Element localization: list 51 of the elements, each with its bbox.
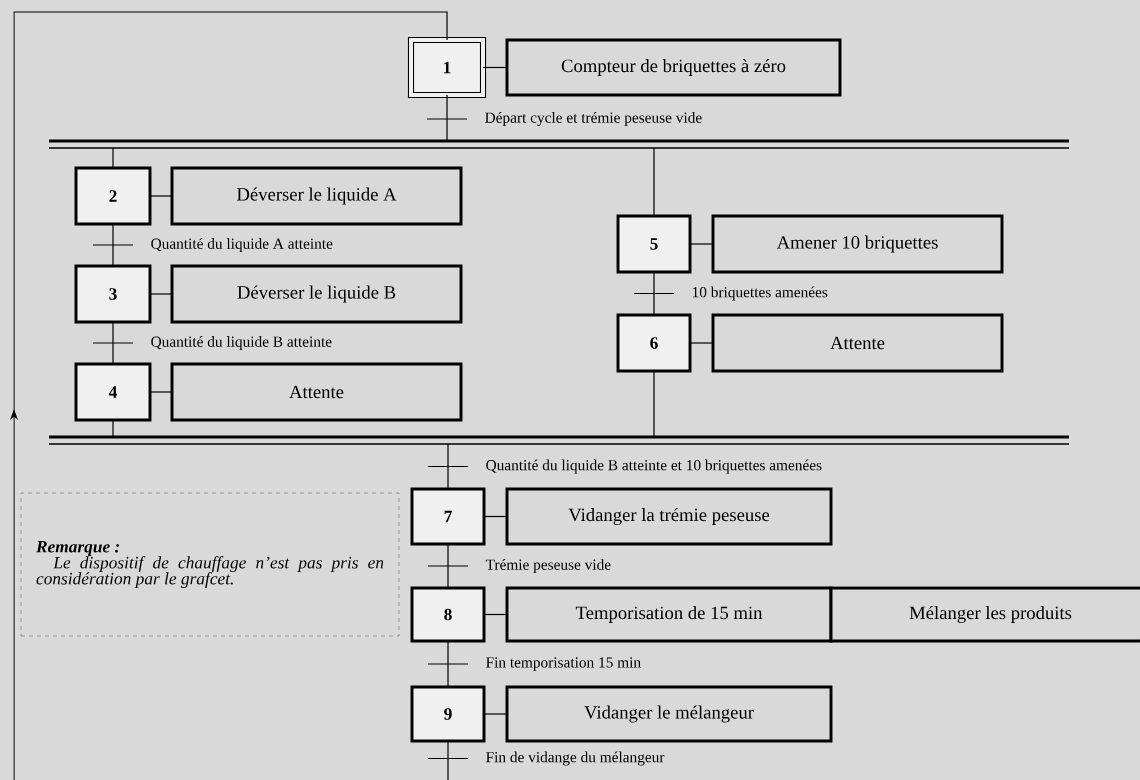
connector-line — [9, 11, 469, 780]
connector-line — [427, 443, 469, 490]
step-box: 2 — [74, 166, 152, 226]
transition-label: 10 briquettes amenées — [692, 286, 828, 301]
connector-line — [149, 195, 173, 197]
transition-label: Quantité du liquide B atteinte et 10 briquettes amenées — [486, 459, 822, 474]
transition-label: Fin de vidange du mélangeur — [486, 751, 665, 766]
step-box: 6 — [616, 313, 692, 373]
connector-line — [653, 147, 655, 217]
step-box: 3 — [74, 264, 152, 324]
connector-line — [633, 271, 675, 316]
action-box: Déverser le liquide A — [170, 166, 463, 226]
connector-line — [149, 391, 173, 393]
action-box: Compteur de briquettes à zéro — [505, 38, 842, 97]
transition-label: Fin temporisation 15 min — [486, 657, 641, 671]
action-box: Mélanger les produits — [829, 586, 1140, 643]
step-box: 4 — [74, 362, 152, 422]
connector-line — [427, 640, 469, 688]
connector-line — [427, 543, 469, 589]
transition-label: Trémie peseuse vide — [485, 559, 611, 573]
transition-label: Quantité du liquide A atteinte — [151, 238, 333, 252]
action-box: Temporisation de 15 min — [505, 586, 833, 643]
connector-line — [112, 419, 114, 438]
connector-line — [689, 243, 714, 245]
action-box: Vidanger le mélangeur — [505, 685, 833, 743]
connector-line — [149, 293, 173, 295]
step-box: 7 — [410, 487, 486, 546]
step-box: 5 — [616, 214, 692, 274]
connector-line — [112, 147, 114, 169]
connector-line — [483, 613, 508, 616]
action-box: Déverser le liquide B — [170, 264, 463, 324]
connector-line — [92, 321, 134, 365]
connector-line — [92, 223, 134, 267]
step-box: 8 — [410, 586, 486, 643]
connector-line — [483, 515, 508, 518]
transition-label: Départ cycle et trémie peseuse vide — [485, 112, 702, 126]
connector-line — [483, 713, 508, 715]
connector-line — [426, 94, 468, 142]
action-box: Attente — [711, 313, 1004, 373]
action-box: Vidanger la trémie peseuse — [505, 487, 833, 546]
connector-line — [482, 66, 508, 69]
remark-box: Remarque : Le dispositif de chauffage n’est pas pris en considération par le grafcet. — [20, 492, 400, 637]
synchronization-bar — [48, 435, 1070, 445]
synchronization-bar — [48, 139, 1070, 149]
action-box: Amener 10 briquettes — [711, 214, 1004, 274]
connector-line — [689, 342, 714, 344]
step-box: 9 — [410, 685, 486, 743]
initial-step-box: 1 — [407, 36, 487, 99]
action-box: Attente — [170, 362, 463, 422]
transition-label: Quantité du liquide B atteinte — [151, 336, 332, 350]
connector-line — [653, 370, 655, 438]
